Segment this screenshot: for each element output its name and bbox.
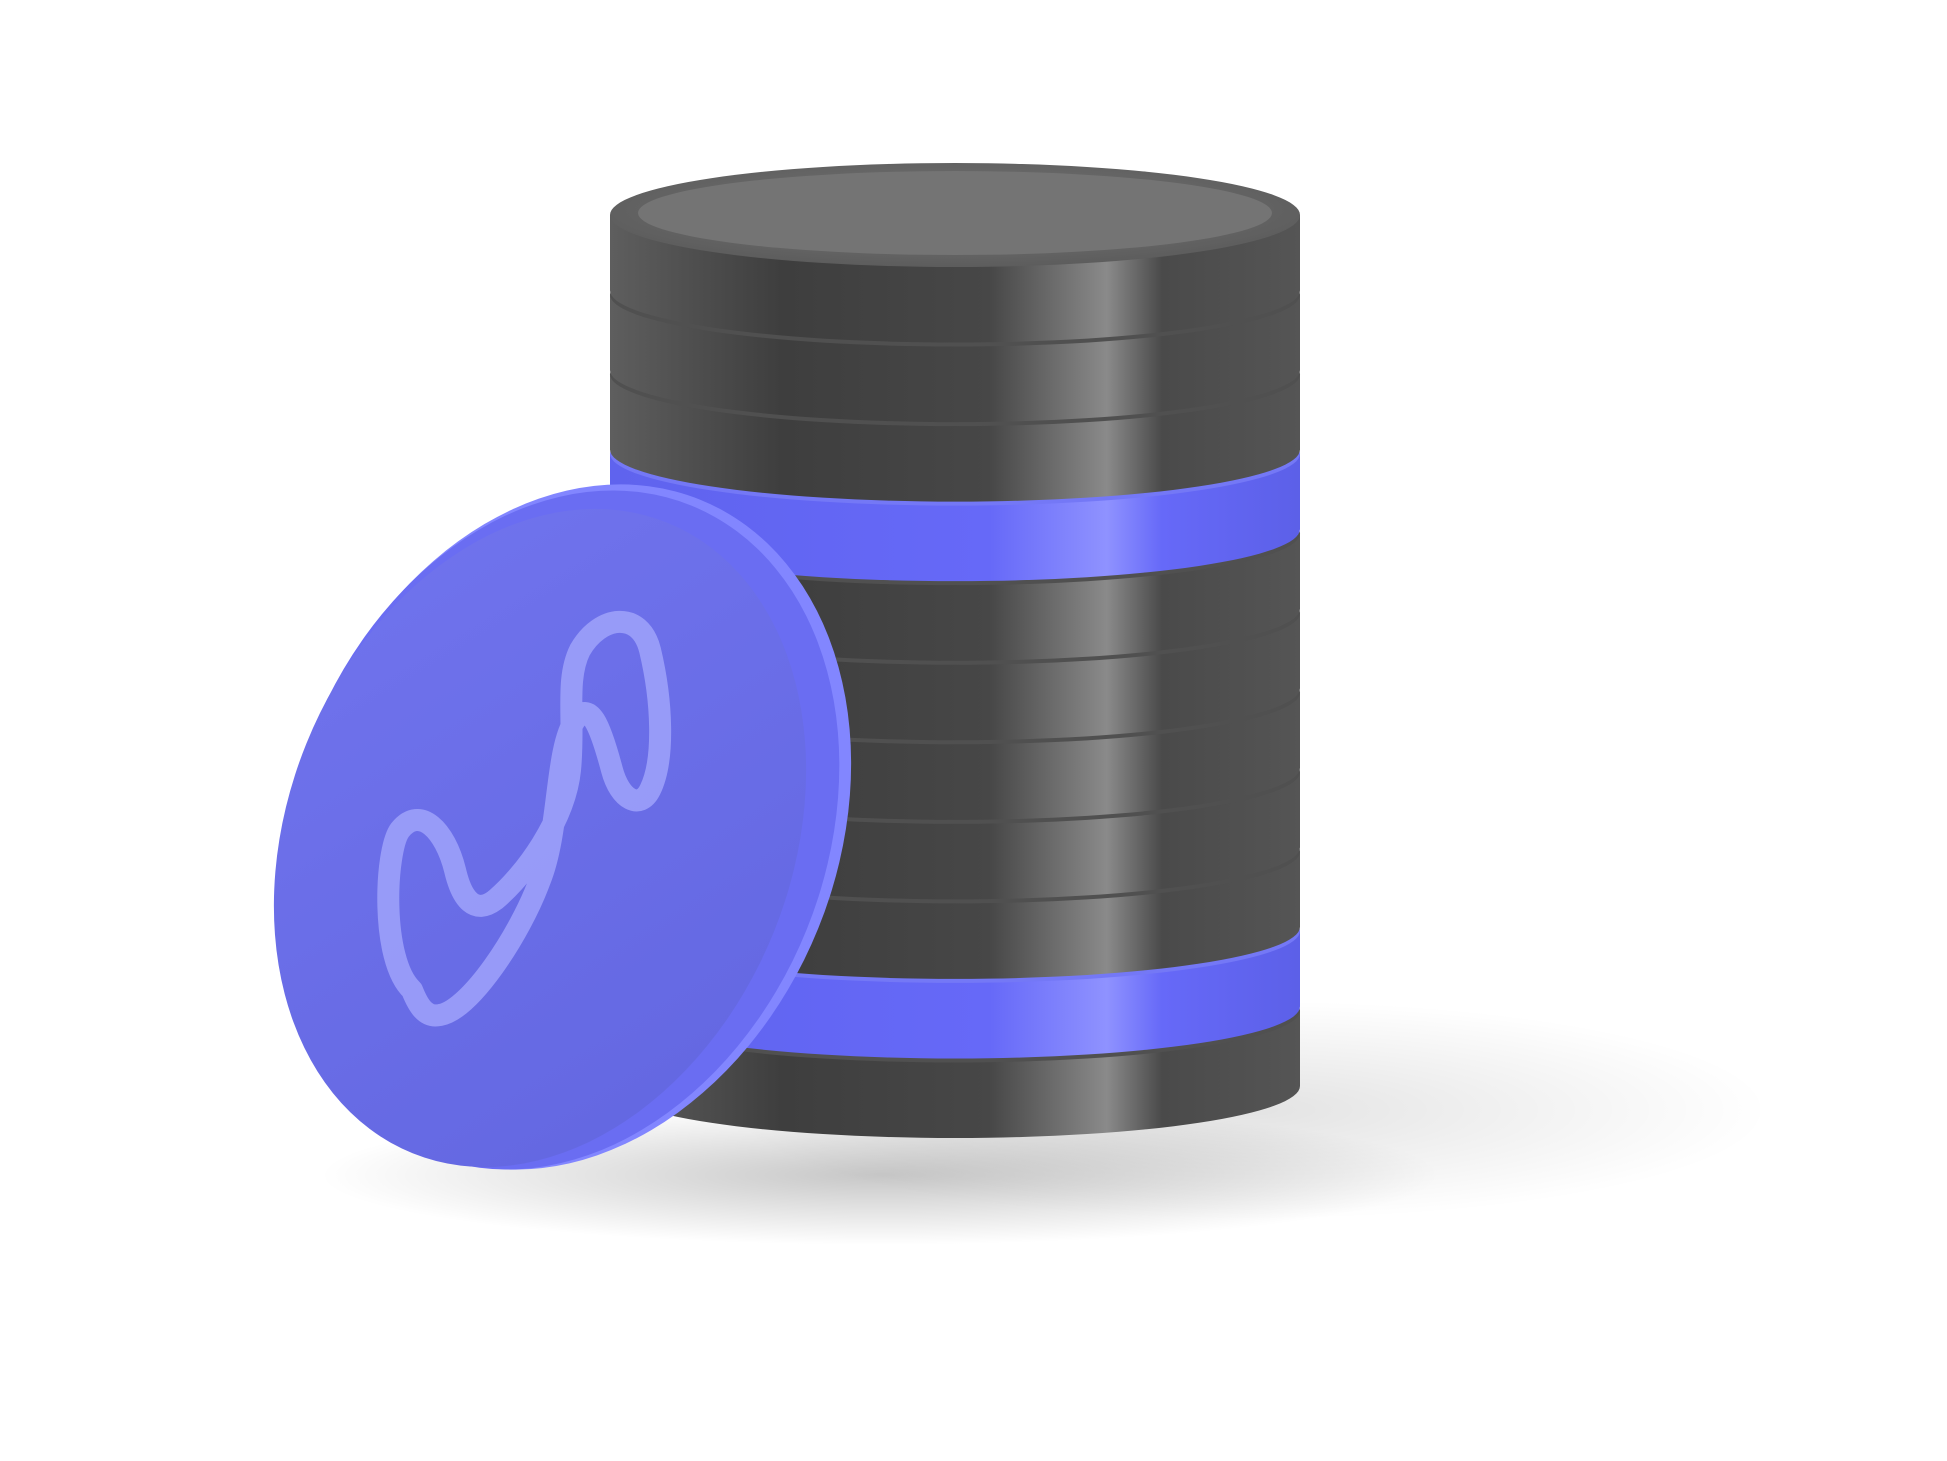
dark-coin [610,163,1300,343]
wave-s-logo-mark [377,610,672,1027]
leaning-accent-coin [273,484,852,1170]
coin-top-inner [638,171,1272,255]
